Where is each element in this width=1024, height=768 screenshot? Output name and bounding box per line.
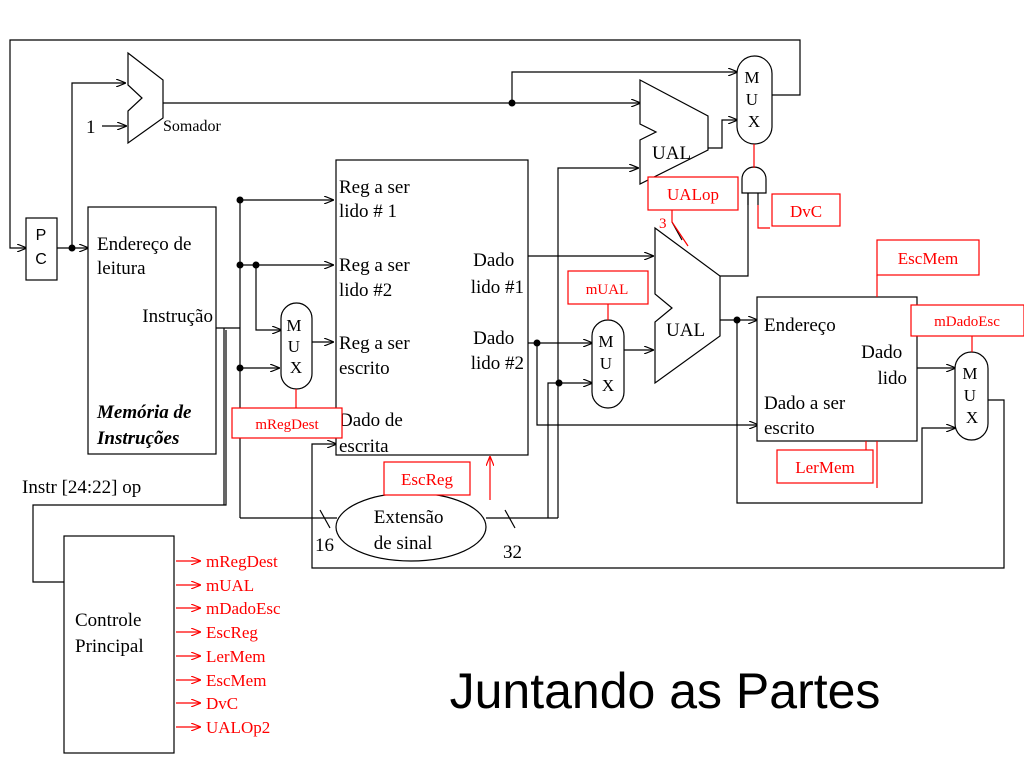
- main-alu: UAL: [654, 226, 721, 385]
- signal-dvc-box: [771, 193, 841, 227]
- adder: Somador 1: [86, 51, 221, 145]
- junction-dot: [236, 364, 244, 372]
- junction-dot: [533, 339, 541, 347]
- control-output-label: UALOp2: [206, 718, 270, 737]
- signal-dvc: DvC: [790, 202, 822, 221]
- signal-lermem-box: [776, 449, 874, 484]
- junction-dot: [236, 261, 244, 269]
- width-16-label: 16: [315, 535, 334, 556]
- signal-ualop-width: 3: [659, 216, 667, 232]
- junction-dot: [508, 99, 516, 107]
- instr-mem-name: Memória de Instruções: [96, 402, 196, 449]
- instr-mem-output-label: Instrução: [142, 306, 213, 327]
- data-mem-write-data-label: Dado a ser escrito: [764, 393, 850, 439]
- signal-escmem: EscMem: [898, 249, 958, 268]
- signal-escmem-box: [876, 239, 980, 276]
- reg-write-reg-label: Reg a ser escrito: [339, 333, 414, 379]
- signal-lermem: LerMem: [795, 458, 854, 477]
- signal-mual: mUAL: [586, 282, 629, 298]
- sign-extend-label: Extensão de sinal: [374, 507, 448, 554]
- main-alu-label: UAL: [666, 320, 705, 341]
- control-output-label: LerMem: [206, 647, 265, 666]
- control-input-label: Instr [24:22] op: [22, 477, 141, 498]
- slide-title: Juntando as Partes: [450, 663, 881, 719]
- junction-dot: [555, 379, 563, 387]
- control-output-label: DvC: [206, 694, 238, 713]
- sign-extend: Extensão de sinal 16 32: [315, 492, 522, 563]
- mux-letters: M U X: [744, 68, 763, 131]
- control-output-label: EscMem: [206, 671, 266, 690]
- junction-dot: [252, 261, 260, 269]
- adder-constant-label: 1: [86, 117, 96, 138]
- data-memory: Endereço Dado lido Dado a ser escrito: [756, 296, 918, 442]
- register-file: Reg a ser lido # 1 Reg a ser lido #2 Reg…: [335, 159, 529, 457]
- branch-alu: UAL: [639, 79, 709, 185]
- reg-read1-label: Reg a ser lido # 1: [339, 177, 414, 222]
- pc-label-p: P: [36, 227, 47, 244]
- signal-mdadoesc: mDadoEsc: [934, 314, 1000, 330]
- reg-data2-label: Dado lido #2: [471, 328, 524, 374]
- signal-mual-box: [567, 270, 649, 305]
- control-output-label: mRegDest: [206, 552, 278, 571]
- reg-data1-label: Dado lido #1: [471, 250, 524, 298]
- control-signals: UALop 3 DvC EscMem mDadoEsc mUAL mRegDes…: [231, 144, 1024, 500]
- instr-mem-address-label: Endereço de leitura: [97, 234, 196, 279]
- signal-ualop: UALop: [667, 185, 719, 204]
- mux-write-back: M U X: [954, 351, 989, 441]
- junction-dots: [68, 99, 741, 387]
- adder-label: Somador: [163, 118, 221, 135]
- junction-dot: [236, 196, 244, 204]
- control-output-label: mDadoEsc: [206, 599, 281, 618]
- control-name: Controle Principal: [75, 610, 146, 657]
- reg-write-data-label: Dado de escrita: [339, 410, 408, 457]
- mux-reg-dest: M U X: [280, 302, 313, 390]
- mux-alu-src: M U X: [591, 319, 625, 409]
- signal-mregdest-box: [231, 407, 343, 439]
- mux-letters: M U X: [962, 364, 981, 427]
- control-outputs: mRegDest mUAL mDadoEsc EscReg LerMem Esc…: [176, 552, 281, 737]
- data-mem-address-label: Endereço: [764, 315, 836, 336]
- junction-dot: [733, 316, 741, 324]
- mux-letters: M U X: [598, 332, 617, 395]
- signal-ualop-box: [647, 176, 739, 211]
- mux-pc-src: M U X: [736, 55, 773, 145]
- main-control: Controle Principal Instr [24:22] op mReg…: [22, 477, 281, 754]
- junction-dot: [68, 244, 76, 252]
- instruction-memory: Endereço de leitura Instrução Memória de…: [87, 206, 217, 455]
- mux-letters: M U X: [286, 316, 305, 377]
- and-gate: [741, 166, 767, 205]
- signal-escreg: EscReg: [401, 470, 453, 489]
- data-mem-read-data-label: Dado lido: [861, 342, 907, 389]
- branch-alu-label: UAL: [652, 143, 691, 164]
- signal-mdadoesc-box: [910, 304, 1024, 337]
- pc-label-c: C: [35, 251, 47, 268]
- signal-escreg-box: [383, 461, 471, 496]
- signal-mregdest: mRegDest: [255, 417, 319, 433]
- program-counter: P C: [25, 217, 58, 281]
- control-output-label: EscReg: [206, 623, 258, 642]
- reg-read2-label: Reg a ser lido #2: [339, 255, 414, 301]
- width-32-label: 32: [503, 542, 522, 563]
- control-output-label: mUAL: [206, 576, 254, 595]
